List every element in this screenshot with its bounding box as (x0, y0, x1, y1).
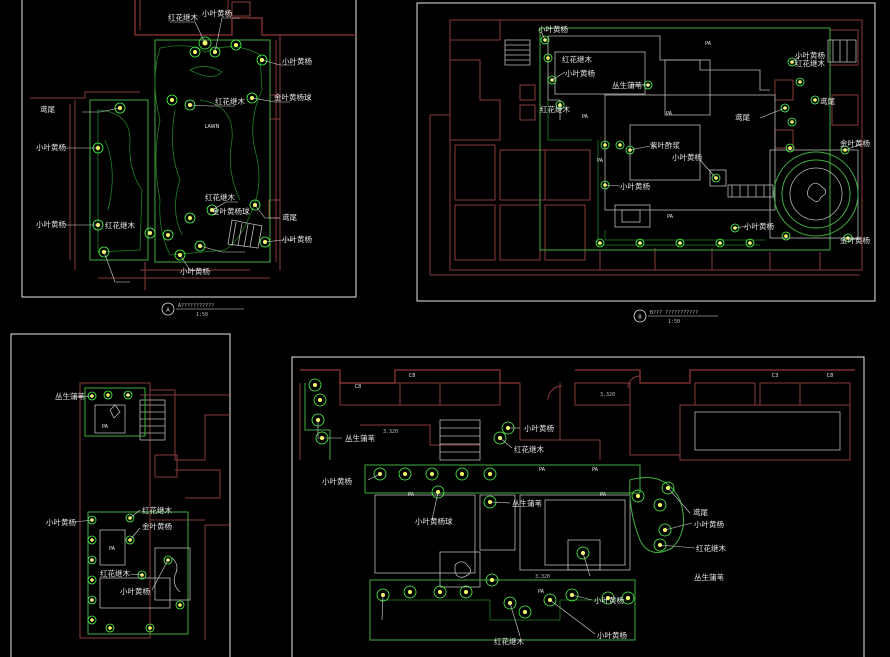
plan-a-label-8: 红花继木 (205, 192, 235, 202)
plan-c-plants (87, 390, 185, 633)
plan-a-title-block: A A??????????? 1:50 (161, 302, 244, 318)
plan-d-label-6: 小叶黄杨球 (415, 516, 453, 526)
plan-b-pa-5: PA (582, 114, 589, 120)
plan-c-label-3: 金叶黄杨 (142, 521, 172, 531)
plan-b-pa-2: PA (666, 111, 673, 117)
plan-d-level-1: 3.320 (383, 429, 398, 435)
plan-c-label-4: 小叶黄杨 (46, 517, 76, 527)
plan-b-title-block: B B??? ??????????? 1:50 (633, 309, 718, 325)
plan-a-label-3: 小叶黄杨 (282, 56, 312, 66)
plan-a-label-14: 小叶黄杨 (180, 266, 210, 276)
plan-a-label-10: 红花继木 (105, 220, 135, 230)
plan-a-scale: 1:50 (196, 312, 208, 318)
plan-a: LAWN (21, 0, 357, 318)
plan-b-label-5: 红花继木 (540, 104, 570, 114)
plan-d-tag-c1: C8 (355, 384, 362, 390)
plan-d-label-8: 小叶黄杨 (694, 519, 724, 529)
plan-c: PA PA 丛生蒲苇 (10, 333, 231, 657)
plan-d-label-7: 鸢尾 (693, 507, 708, 517)
plan-c-garden: PA PA (84, 387, 191, 635)
plan-b-label-4: 小叶黄杨 (565, 68, 595, 78)
plan-d-tag-c3: C3 (772, 373, 779, 379)
plan-d: PA PA PA PA PA C8 C8 C3 C8 3.320 3.320 3… (291, 356, 865, 657)
plan-b-label-2: 红花继木 (562, 54, 592, 64)
plan-b-label-13: 小叶黄杨 (744, 221, 774, 231)
plan-a-label-5: 金叶黄杨球 (274, 92, 312, 102)
plan-b-pa-3: PA (667, 214, 674, 220)
plan-a-label-6: 鸢尾 (40, 104, 55, 114)
plan-a-leaders (65, 17, 295, 283)
plan-d-pa-1: PA (539, 467, 546, 473)
plan-b-label-12: 小叶黄杨 (620, 181, 650, 191)
plan-d-pa-3: PA (600, 492, 607, 498)
plan-c-leaders (74, 395, 169, 591)
plan-c-pa-1: PA (102, 424, 109, 430)
plan-d-label-10: 丛生蒲苇 (694, 572, 724, 582)
plan-a-label-2: 小叶黄杨 (202, 8, 232, 18)
plan-b-label-14: 金叶黄杨 (840, 138, 870, 148)
plan-d-label-5: 丛生蒲苇 (512, 498, 542, 508)
plan-a-building (30, 0, 356, 290)
plan-b-marker: B (638, 315, 642, 321)
plan-b: PA PA PA PA PA (416, 2, 876, 325)
plan-d-pa-4: PA (538, 589, 545, 595)
plan-b-label-8: 红花继木 (795, 58, 825, 68)
plan-d-tag-c2: C8 (409, 373, 416, 379)
plan-b-label-7: 鸢尾 (735, 112, 750, 122)
plan-c-label-5: 红花继木 (100, 568, 130, 578)
plan-d-pa-2: PA (408, 492, 415, 498)
plan-d-label-11: 小叶黄杨 (594, 595, 624, 605)
plan-d-label-13: 小叶黄杨 (597, 630, 627, 640)
plan-b-plants (540, 35, 853, 248)
plan-b-leaders (541, 32, 863, 241)
plan-c-label-2: 红花继木 (142, 505, 172, 515)
plan-d-level-2: 3.320 (600, 392, 615, 398)
plan-a-marker: A (166, 308, 170, 314)
plan-d-pa-5: PA (592, 467, 599, 473)
plan-b-pa-4: PA (705, 41, 712, 47)
plan-a-frame (21, 0, 357, 298)
plan-a-lawn-tag: LAWN (205, 124, 220, 130)
plan-c-pa-2: PA (109, 546, 116, 552)
plan-c-label-6: 小叶黄杨 (120, 586, 150, 596)
plan-d-label-12: 红花继木 (494, 636, 524, 646)
plan-d-level-3: 3.320 (535, 574, 550, 580)
plan-a-label-13: 小叶黄杨 (282, 234, 312, 244)
plan-b-scale: 1:50 (668, 319, 680, 325)
plan-c-label-1: 丛生蒲苇 (55, 391, 85, 401)
plan-d-leaders (317, 420, 696, 637)
plan-b-label-6: 小叶黄杨 (795, 50, 825, 60)
plan-d-building (299, 369, 855, 461)
plan-d-label-1: 丛生蒲苇 (345, 433, 375, 443)
plan-b-label-15: 金叶黄杨 (840, 235, 870, 245)
plan-d-plants (308, 378, 675, 619)
plan-b-title: B??? ??????????? (650, 310, 698, 316)
plan-a-label-1: 红花继木 (168, 12, 198, 22)
plan-d-label-9: 红花继木 (696, 543, 726, 553)
plan-b-label-3: 丛生蒲苇 (612, 80, 642, 90)
plan-d-label-3: 红花继木 (514, 444, 544, 454)
plan-a-label-4: 红花继木 (215, 96, 245, 106)
plan-d-label-4: 小叶黄杨 (322, 476, 352, 486)
plan-b-label-9: 紫叶酢浆 (650, 140, 680, 150)
plan-b-label-11: 鸢尾 (820, 96, 835, 106)
plan-a-label-12: 小叶黄杨 (36, 219, 66, 229)
plan-b-frame (416, 2, 876, 302)
plan-b-label-10: 小叶黄杨 (672, 152, 702, 162)
plan-b-garden: PA PA PA PA PA (504, 27, 859, 251)
plan-a-label-9: 金叶黄杨球 (212, 206, 250, 216)
plan-d-tag-c4: C8 (827, 373, 834, 379)
plan-b-label-1: 小叶黄杨 (538, 24, 568, 34)
plan-a-label-7: 小叶黄杨 (36, 142, 66, 152)
plan-d-frame (291, 356, 865, 657)
plan-a-garden: LAWN (89, 39, 271, 263)
plan-d-label-2: 小叶黄杨 (524, 423, 554, 433)
plan-a-title: A??????????? (178, 303, 214, 309)
plan-a-label-11: 鸢尾 (282, 212, 297, 222)
plan-c-building (79, 382, 230, 640)
plan-b-pa-1: PA (597, 158, 604, 164)
plan-d-garden: PA PA PA PA PA C8 C8 C3 C8 3.320 3.320 3… (304, 373, 834, 641)
plan-c-frame (10, 333, 231, 657)
